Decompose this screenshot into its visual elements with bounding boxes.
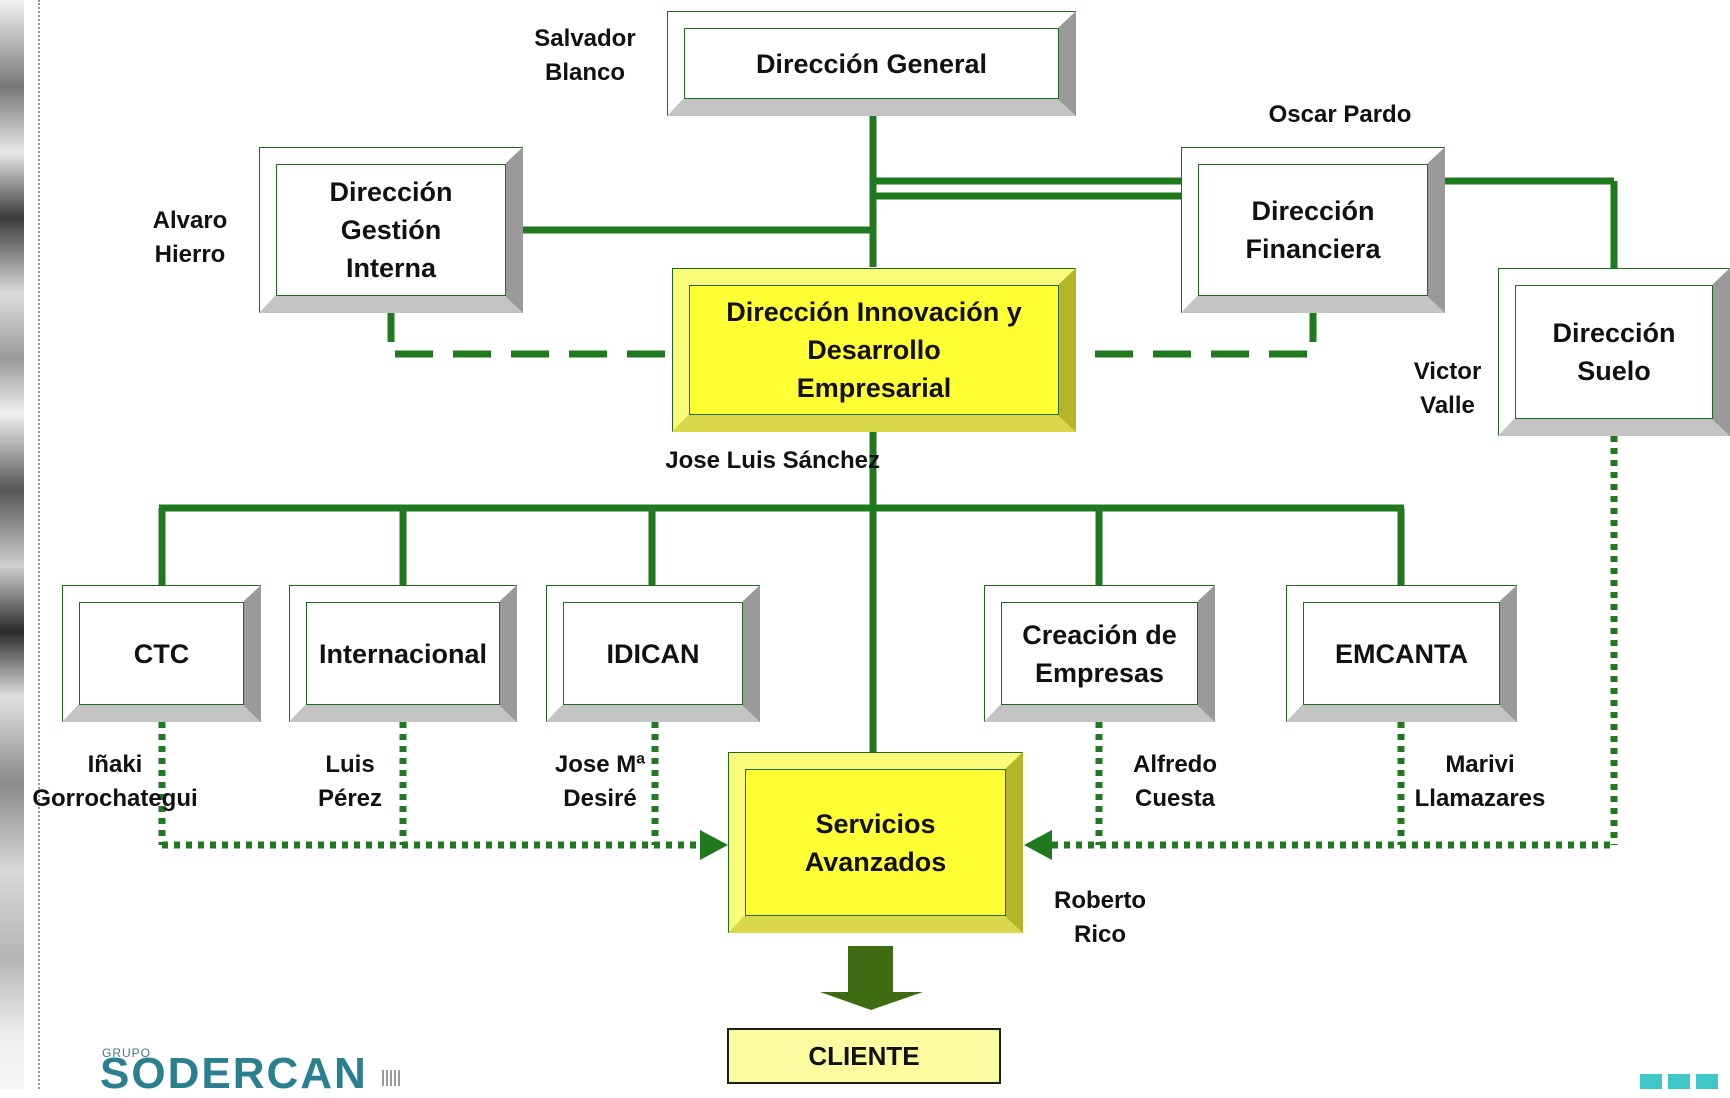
arrow-into-servicios-left <box>700 830 728 860</box>
box-direccion-general: Dirección General <box>667 11 1076 116</box>
person-jose-luis-sanchez: Jose Luis Sánchez <box>665 447 880 474</box>
dotted-divider <box>38 0 40 1089</box>
person-alfredo-cuesta: Alfredo Cuesta <box>1133 751 1217 812</box>
box-creacion-empresas: Creación de Empresas <box>984 585 1215 722</box>
person-victor-valle: Victor Valle <box>1413 358 1482 419</box>
box-label: Creación de Empresas <box>1022 619 1177 688</box>
box-emcanta: EMCANTA <box>1286 585 1517 722</box>
logo-group-label: GRUPO <box>102 1046 152 1060</box>
box-label: Internacional <box>318 638 488 669</box>
box-direccion-suelo: Dirección Suelo <box>1498 268 1730 436</box>
box-cliente: CLIENTE <box>727 1028 1001 1084</box>
person-marivi-llamazares: Marivi Llamazares <box>1414 751 1546 812</box>
person-alvaro-hierro: Alvaro Hierro <box>152 207 228 268</box>
box-label: Dirección Financiera <box>1245 196 1381 264</box>
arrow-to-cliente-head <box>820 992 923 1010</box>
box-direccion-innovacion: Dirección Innovación y Desarrollo Empres… <box>672 268 1076 432</box>
box-label: Dirección Innovación y Desarrollo Empres… <box>726 297 1022 403</box>
person-salvador-blanco: Salvador Blanco <box>534 25 636 86</box>
box-internacional: Internacional <box>289 585 517 722</box>
box-label: EMCANTA <box>1335 638 1468 669</box>
box-servicios-avanzados: Servicios Avanzados <box>728 752 1023 933</box>
decorative-photo-strip <box>0 0 24 1089</box>
person-jose-ma-desire: Jose Mª Desiré <box>554 751 646 812</box>
box-label: Dirección Suelo <box>1552 318 1676 386</box>
box-direccion-financiera: Dirección Financiera <box>1181 147 1445 313</box>
box-ctc: CTC <box>62 585 261 722</box>
box-direccion-gestion-interna: Dirección Gestión Interna <box>259 147 523 313</box>
person-luis-perez: Luis Pérez <box>317 751 383 812</box>
corner-squares-decoration <box>1640 1074 1720 1089</box>
person-inaki-gorrochategui: Iñaki Gorrochategui <box>32 751 198 812</box>
box-label: CTC <box>133 638 190 669</box>
box-label: Dirección General <box>755 48 988 79</box>
person-roberto-rico: Roberto Rico <box>1054 887 1146 948</box>
arrow-into-servicios-right <box>1024 830 1052 860</box>
person-oscar-pardo: Oscar Pardo <box>1268 101 1412 128</box>
company-logo: SODERCAN <box>100 1049 368 1098</box>
box-label: IDICAN <box>606 638 700 669</box>
logo-grid-mark <box>382 1070 402 1086</box>
box-label: Servicios Avanzados <box>804 808 947 877</box>
box-label: Dirección Gestión Interna <box>329 177 453 283</box>
box-idican: IDICAN <box>546 585 760 722</box>
arrow-to-cliente-shaft <box>848 946 893 992</box>
